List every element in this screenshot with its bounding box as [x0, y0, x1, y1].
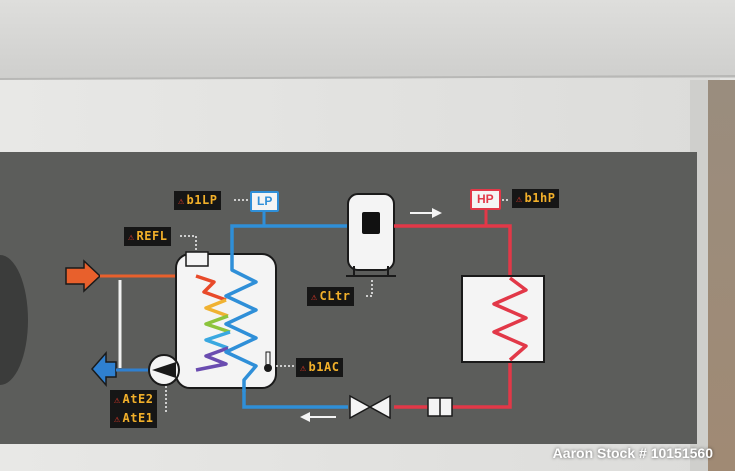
warning-icon: ⚠ — [178, 196, 185, 207]
sensor-b1lp-label: ⚠b1LP — [174, 191, 222, 210]
sensor-ate1-label: ⚠AtE1 — [110, 409, 158, 428]
stock-watermark: Aaron Stock # 10151560 — [552, 445, 713, 461]
return-flow-arrow-icon — [300, 412, 336, 422]
sensor-refl-label: ⚠REFL — [124, 227, 172, 246]
upper-wall — [0, 0, 735, 78]
sensor-ate2-label: ⚠AtE2 — [110, 390, 158, 409]
warning-icon: ⚠ — [128, 232, 135, 243]
warning-icon: ⚠ — [114, 395, 121, 406]
low-pressure-gauge: LP — [250, 191, 280, 212]
heat-exchanger-icon — [175, 253, 277, 389]
sensor-cltr-label: ⚠CLtr — [307, 287, 355, 306]
high-pressure-gauge: HP — [470, 189, 501, 210]
warning-icon: ⚠ — [311, 292, 318, 303]
condenser-icon — [461, 275, 545, 363]
level-sensor-icon — [185, 251, 209, 267]
warning-icon: ⚠ — [114, 414, 121, 425]
receiver-icon — [346, 193, 396, 277]
expansion-valve-icon — [349, 394, 372, 420]
warning-icon: ⚠ — [300, 363, 307, 374]
flow-arrow-icon — [410, 208, 442, 218]
pump-icon — [148, 354, 180, 386]
refrigerant-coil — [224, 254, 258, 392]
sensor-b1hp-label: ⚠b1hP — [512, 189, 560, 208]
heat-exchanger-rainbow-coil — [195, 274, 231, 372]
thermometer-icon — [264, 351, 272, 372]
outlet-arrow-icon — [91, 351, 117, 387]
inlet-arrow-icon — [65, 259, 102, 293]
warning-icon: ⚠ — [516, 194, 523, 205]
filter-icon — [427, 397, 453, 417]
sensor-b1ac-label: ⚠b1AC — [296, 358, 344, 377]
condenser-coil-icon — [492, 276, 528, 362]
